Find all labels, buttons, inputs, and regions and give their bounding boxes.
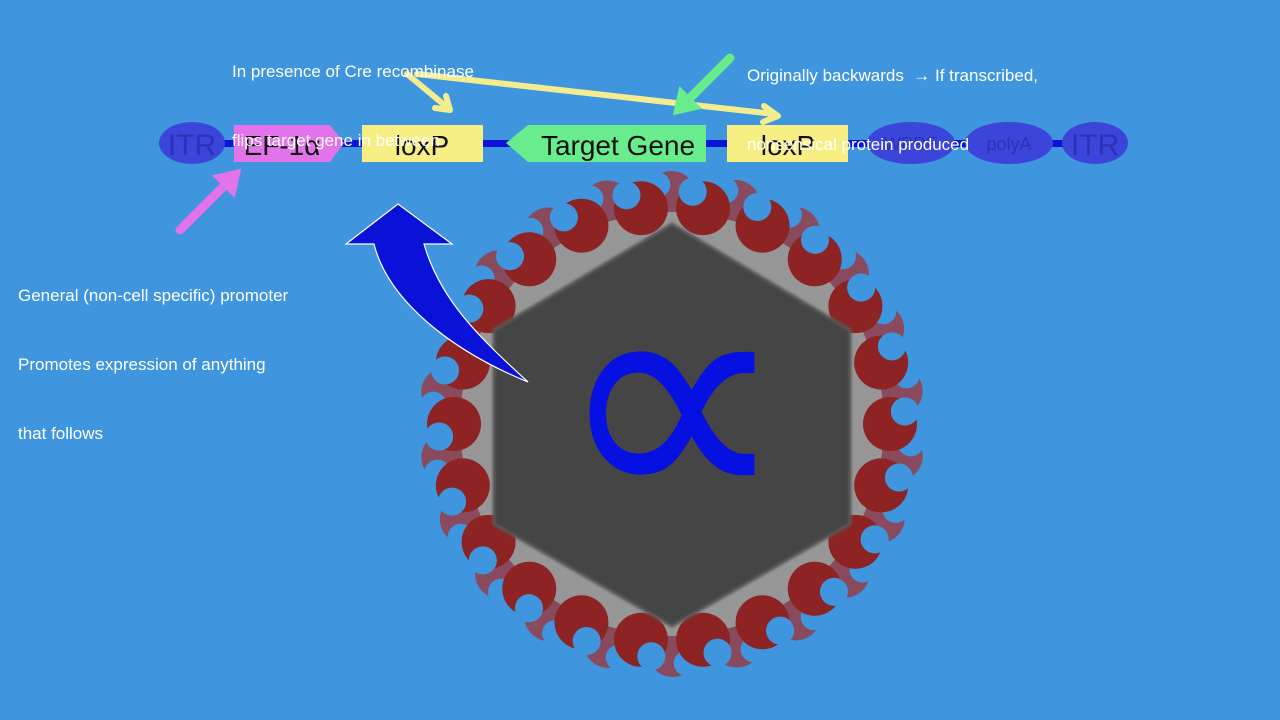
capsid-spike (735, 192, 790, 253)
virus-particle: ∝ (420, 171, 924, 677)
orientation-annotation-line: nonsensical protein produced (747, 135, 970, 154)
capsid-spike (787, 225, 842, 287)
promoter-label: EF-1α (244, 130, 321, 161)
cre-annotation-line: In presence of Cre recombinase (232, 62, 474, 81)
capsid-spike (613, 612, 668, 671)
polya-label: polyA (986, 134, 1031, 154)
capsid-spike (554, 595, 609, 656)
capsid-spike (735, 595, 795, 650)
capsid-spike (612, 181, 668, 236)
capsid-spike (854, 458, 914, 513)
proportional-symbol: ∝ (554, 206, 790, 590)
cre-annotation-line: flips target gene in between (232, 131, 440, 150)
target-gene-element (506, 125, 706, 162)
promoter-arrow (175, 168, 242, 235)
target-gene-label: Target Gene (541, 130, 695, 161)
itr-right-element (1062, 122, 1128, 164)
capsid-spike (828, 273, 883, 334)
wpre-label: WPRE (884, 134, 938, 154)
promoter-annotation: General (non-cell specific) promoter Pro… (18, 238, 288, 468)
orientation-annotation: Originally backwards → If transcribed, n… (747, 18, 1038, 179)
delivery-arrow (344, 203, 529, 383)
promoter-element (234, 125, 344, 162)
capsid-spike (549, 198, 609, 253)
promoter-annotation-line: Promotes expression of anything (18, 355, 266, 374)
itr-left-label: ITR (168, 129, 216, 162)
wpre-element (867, 122, 955, 164)
capsid-spike (425, 397, 481, 451)
capsid-spike (495, 232, 557, 287)
cre-annotation: In presence of Cre recombinase flips tar… (232, 14, 474, 175)
loxp-left-label: loxP (395, 130, 449, 161)
orientation-arrow (672, 53, 735, 116)
capsid-spike (863, 397, 919, 451)
orientation-annotation-line: Originally backwards → If transcribed, (747, 66, 1038, 85)
capsid-hexagon-core (492, 222, 852, 628)
loxp-right-element (727, 125, 848, 162)
loxp-left-element (362, 125, 483, 162)
capsid-spike (787, 561, 849, 616)
itr-left-element (159, 122, 225, 164)
itr-right-label: ITR (1071, 129, 1119, 162)
loxp-right-label: loxP (761, 130, 815, 161)
capsid-spike (435, 458, 490, 516)
polya-element (965, 122, 1053, 164)
capsid-spike (502, 561, 557, 623)
capsid-spike (676, 612, 732, 667)
promoter-annotation-line: General (non-cell specific) promoter (18, 286, 289, 305)
promoter-annotation-line: that follows (18, 424, 104, 443)
capsid-spike (676, 177, 731, 236)
capsid-spikes-inner (425, 177, 919, 671)
capsid-spike (854, 332, 909, 390)
cre-flip-arrow (404, 71, 781, 125)
